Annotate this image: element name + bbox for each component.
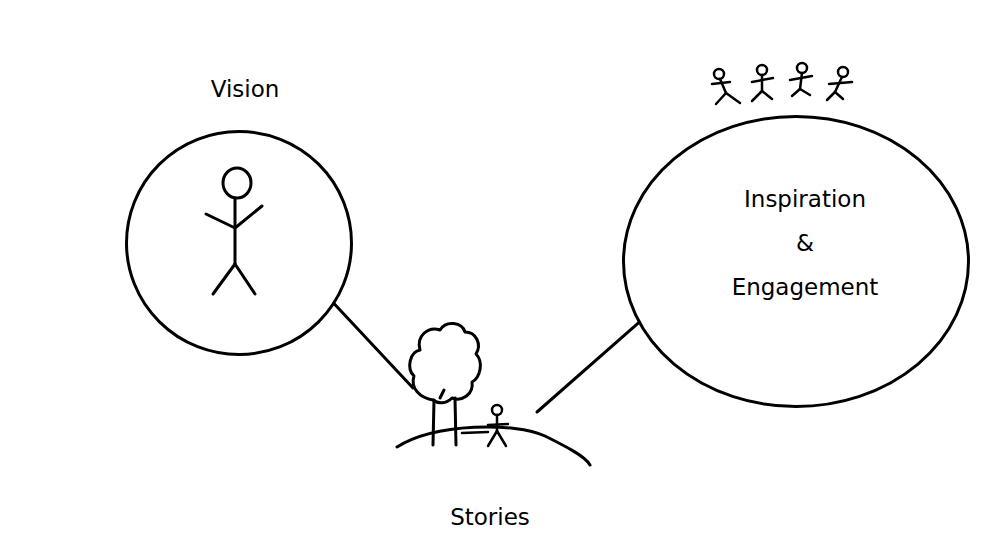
stories-hill: Stories [395, 318, 595, 468]
node-label: Stories [450, 502, 530, 532]
node-label: Inspiration & Engagement [732, 177, 879, 309]
node-outline [125, 130, 353, 356]
inspiration-circle: Inspiration & Engagement [622, 115, 970, 408]
node-outline [622, 115, 970, 408]
node-outline [395, 318, 595, 468]
connector-line [537, 322, 639, 412]
vision-circle: Vision [125, 130, 353, 356]
connector-line [334, 303, 413, 388]
node-heading: Vision [211, 74, 280, 104]
stick-figures-group [712, 63, 852, 104]
stick-figure [206, 168, 262, 294]
